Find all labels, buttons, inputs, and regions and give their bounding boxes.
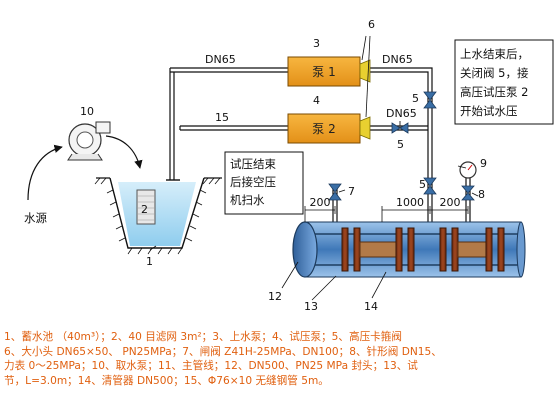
dimension-lines	[304, 206, 469, 222]
callout-5-b: 5	[397, 138, 404, 151]
gate-valve-7	[328, 183, 342, 201]
water-source-arrow	[27, 144, 63, 201]
pipe-label-top-left: DN65	[205, 53, 236, 66]
intake-pump	[67, 121, 111, 161]
legend-line-2: 6、大小头 DN65×50、 PN25MPa；7、闸阀 Z41H-25MPa、D…	[4, 345, 442, 358]
legend: 1、蓄水池 （40m³）；2、40 目滤网 3m²；3、上水泵；4、试压泵；5、…	[4, 330, 556, 388]
callout-4: 4	[313, 94, 320, 107]
pump-1: 泵 1	[287, 56, 371, 87]
end-cap	[292, 221, 318, 278]
valve-5-upper	[423, 91, 437, 109]
dim-200-left: 200	[310, 196, 331, 209]
note-top-line-4: 开始试水压	[460, 104, 518, 118]
note-top-line-1: 上水结束后，	[460, 47, 529, 61]
callout-5-a: 5	[412, 92, 419, 105]
note-mid-line-1: 试压结束	[230, 157, 276, 171]
note-mid-line-2: 后接空压	[230, 175, 276, 189]
note-mid-line-3: 机扫水	[230, 193, 265, 207]
callout-8: 8	[478, 188, 485, 201]
dim-1000: 1000	[396, 196, 424, 209]
valve-5-lower	[391, 121, 409, 134]
water-tank	[94, 177, 222, 255]
leader-lines	[149, 35, 479, 301]
dim-200-right: 200	[440, 196, 461, 209]
pump-2: 泵 2	[287, 113, 371, 144]
valve-5-vertical	[423, 177, 437, 195]
pump-1-label: 泵 1	[312, 65, 335, 79]
callout-3: 3	[313, 37, 320, 50]
pipe-pig-left	[341, 227, 415, 272]
legend-line-1: 1、蓄水池 （40m³）；2、40 目滤网 3m²；3、上水泵；4、试压泵；5、…	[4, 331, 402, 343]
pipe-pig-right	[439, 227, 505, 272]
pressure-gauge	[459, 161, 477, 179]
water-source-label: 水源	[24, 211, 47, 225]
callout-7: 7	[348, 185, 355, 198]
pump-to-tank-arrow	[105, 135, 143, 169]
needle-valve-8	[461, 185, 475, 201]
callout-13: 13	[304, 300, 318, 313]
note-box-top-right: 上水结束后， 关闭阀 5，接 高压试压泵 2 开始试水压	[454, 39, 554, 125]
callout-9: 9	[480, 157, 487, 170]
legend-line-4: 节，L=3.0m；14、清管器 DN500；15、Φ76×10 无缝钢管 5m。	[4, 374, 329, 387]
callout-14: 14	[364, 300, 378, 313]
callout-6: 6	[368, 18, 375, 31]
pipe-label-mid-right: DN65	[386, 107, 417, 120]
pipe-label-mid-left: 15	[215, 111, 229, 124]
callout-10: 10	[80, 105, 94, 118]
note-top-line-3: 高压试压泵 2	[460, 85, 528, 99]
legend-line-3: 力表 0～25MPa；10、取水泵；11、主管线；12、DN500、PN25 M…	[4, 360, 418, 372]
filter-screen	[136, 189, 156, 225]
pipe-label-top-right: DN65	[382, 53, 413, 66]
note-box-middle: 试压结束 后接空压 机扫水	[224, 151, 304, 215]
pump-2-label: 泵 2	[312, 122, 335, 136]
note-top-line-2: 关闭阀 5，接	[460, 66, 529, 80]
callout-2: 2	[141, 203, 148, 216]
callout-12: 12	[268, 290, 282, 303]
callout-5-c: 5	[419, 178, 426, 191]
pipework	[166, 67, 471, 222]
callout-1: 1	[146, 255, 153, 268]
